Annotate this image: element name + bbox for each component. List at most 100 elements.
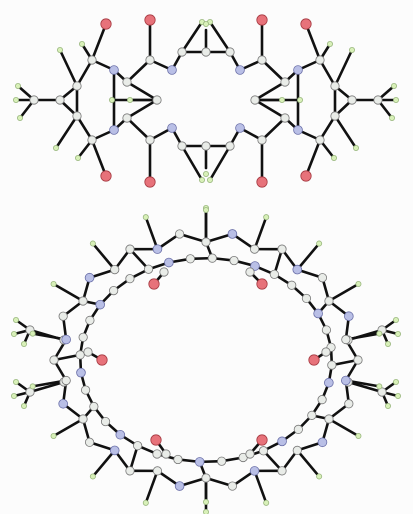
carbon-atom xyxy=(327,360,337,370)
carbon-atom xyxy=(321,325,332,335)
carbon-atom xyxy=(109,286,119,296)
hydrogen-atom xyxy=(203,509,209,514)
hydrogen-atom xyxy=(50,432,57,439)
carbon-atom xyxy=(277,466,287,476)
nitrogen-atom xyxy=(152,244,163,254)
carbon-atom xyxy=(125,274,135,284)
carbon-atom xyxy=(229,255,239,266)
nitrogen-atom xyxy=(84,272,95,283)
carbon-atom xyxy=(324,296,334,306)
carbon-atom xyxy=(330,111,340,121)
carbon-atom xyxy=(321,347,331,357)
hydrogen-atom xyxy=(316,473,323,480)
hydrogen-atom xyxy=(10,392,17,399)
carbon-atom xyxy=(175,229,185,239)
carbon-atom xyxy=(280,113,290,123)
hydrogen-atom xyxy=(376,383,383,390)
bond xyxy=(253,215,268,251)
carbon-atom xyxy=(201,47,211,57)
carbon-atom xyxy=(87,135,97,145)
hydrogen-atom xyxy=(376,330,383,337)
hydrogen-atom xyxy=(384,402,391,409)
carbon-atom xyxy=(315,55,325,65)
carbon-atom xyxy=(87,55,97,65)
hydrogen-atom xyxy=(263,214,270,221)
oxygen-atom xyxy=(256,278,268,290)
hydrogen-atom xyxy=(142,499,149,506)
carbon-atom xyxy=(373,95,383,105)
carbon-atom xyxy=(257,55,267,65)
hydrogen-atom xyxy=(29,330,36,337)
hydrogen-atom xyxy=(278,97,285,104)
nitrogen-atom xyxy=(313,308,323,319)
bonds-layer xyxy=(12,18,400,514)
carbon-atom xyxy=(185,254,195,264)
hydrogen-atom xyxy=(202,170,209,177)
bond xyxy=(304,138,322,178)
bond xyxy=(346,380,384,394)
oxygen-atom xyxy=(144,14,156,26)
nitrogen-atom xyxy=(167,123,177,133)
oxygen-atom xyxy=(100,170,112,182)
hydrogen-atom xyxy=(12,97,19,104)
bond xyxy=(125,58,152,84)
carbon-atom xyxy=(245,449,255,459)
hydrogen-atom xyxy=(20,340,27,347)
hydrogen-atom xyxy=(12,378,19,385)
carbon-atom xyxy=(89,401,99,412)
carbon-atom xyxy=(83,347,93,357)
carbon-atom xyxy=(315,135,325,145)
hydrogen-atom xyxy=(388,115,395,122)
nitrogen-atom xyxy=(235,123,245,133)
nitrogen-atom xyxy=(317,437,328,448)
nitrogen-atom xyxy=(61,334,71,345)
bond xyxy=(125,116,152,142)
bond xyxy=(318,114,337,142)
carbon-atom xyxy=(72,81,82,91)
carbon-atom xyxy=(225,141,235,151)
hydrogen-atom xyxy=(352,144,359,151)
bond xyxy=(144,469,159,505)
carbon-atom xyxy=(344,399,354,409)
bond xyxy=(318,58,337,88)
oxygen-atom xyxy=(300,18,312,30)
nitrogen-atom xyxy=(292,264,303,275)
carbon-atom xyxy=(78,296,88,306)
carbon-atom xyxy=(324,414,334,424)
hydrogen-atom xyxy=(14,83,21,90)
hydrogen-atom xyxy=(390,83,397,90)
bond xyxy=(75,114,94,142)
carbon-atom xyxy=(249,244,260,254)
carbon-atom xyxy=(301,293,312,304)
carbon-atom xyxy=(201,237,211,247)
carbon-atom xyxy=(152,466,163,476)
carbon-atom xyxy=(125,244,135,254)
bond xyxy=(52,282,85,303)
hydrogen-atom xyxy=(202,498,209,505)
oxygen-atom xyxy=(256,434,268,446)
bond xyxy=(327,417,360,438)
hydrogen-atom xyxy=(392,316,399,323)
hydrogen-atom xyxy=(79,41,86,48)
hydrogen-atom xyxy=(198,176,205,183)
carbon-atom xyxy=(25,387,35,397)
nitrogen-atom xyxy=(344,311,354,322)
bond xyxy=(91,242,117,271)
hydrogen-atom xyxy=(316,240,323,247)
hydrogen-atom xyxy=(384,340,391,347)
hydrogen-atom xyxy=(263,499,270,506)
carbon-atom xyxy=(161,449,171,459)
bond xyxy=(333,48,354,88)
nitrogen-atom xyxy=(227,229,238,239)
carbon-atom xyxy=(61,375,71,386)
carbon-atom xyxy=(122,77,132,87)
carbon-atom xyxy=(159,267,169,277)
carbon-atom xyxy=(152,95,162,105)
nitrogen-atom xyxy=(109,65,119,75)
nitrogen-atom xyxy=(235,65,245,75)
carbon-atom xyxy=(55,95,65,105)
nitrogen-atom xyxy=(174,481,185,491)
carbon-atom xyxy=(257,135,267,145)
